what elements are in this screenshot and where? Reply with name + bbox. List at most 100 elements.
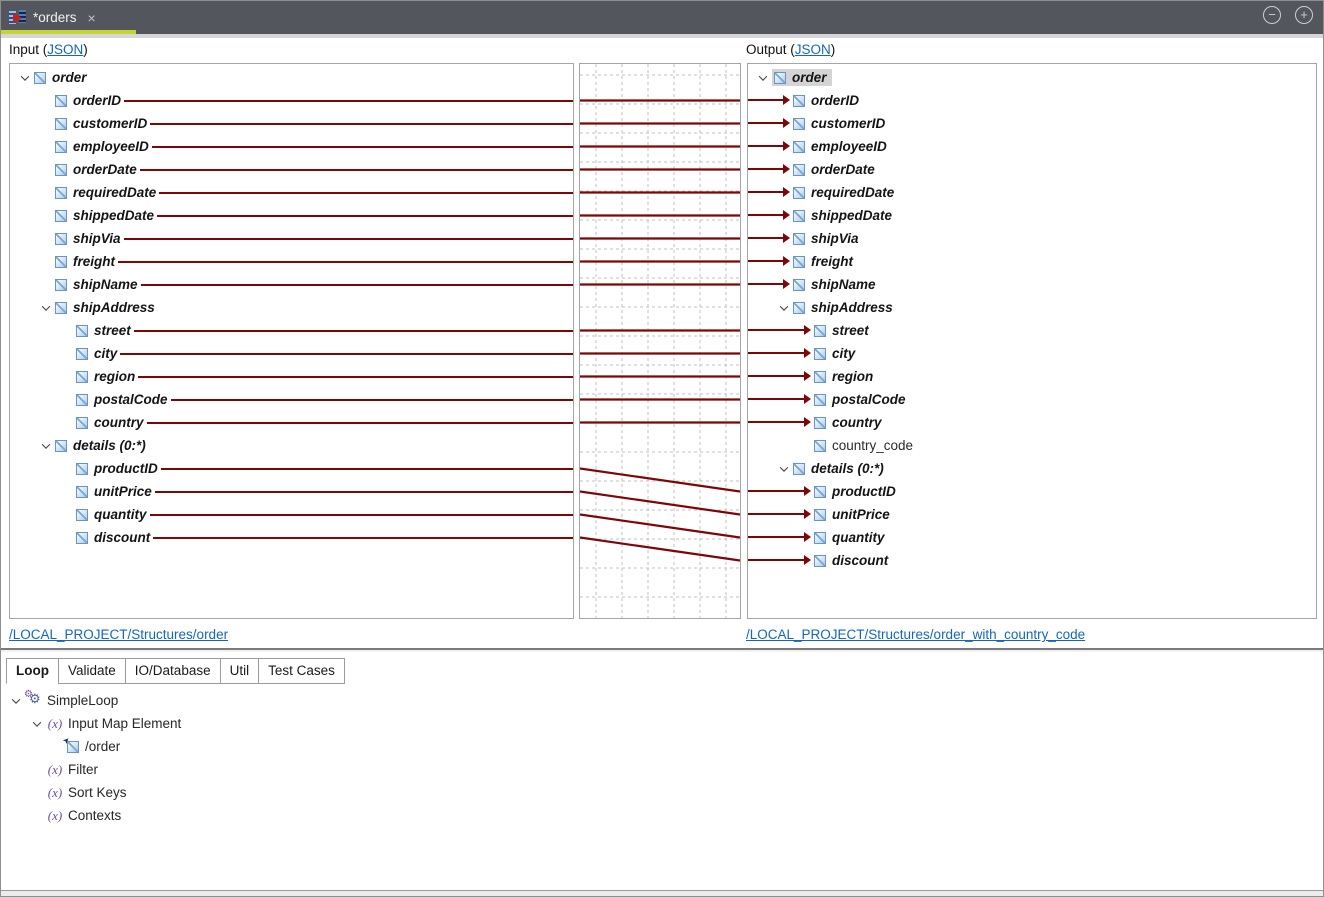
tree-node-orderid[interactable]: orderID <box>748 89 1316 112</box>
chevron-down-icon[interactable] <box>32 717 42 727</box>
mapping-line[interactable] <box>140 284 573 286</box>
tree-node-discount[interactable]: discount <box>748 549 1316 572</box>
chevron-down-icon[interactable] <box>20 71 30 81</box>
tree-node-orderdate[interactable]: orderDate <box>10 158 573 181</box>
mapping-connection[interactable] <box>580 513 740 539</box>
mapping-arrow-line[interactable] <box>748 214 783 216</box>
mapping-arrow-line[interactable] <box>748 375 804 377</box>
mapping-line[interactable] <box>139 169 573 171</box>
tree-node-country-code[interactable]: country_code <box>748 434 1316 457</box>
chevron-down-icon[interactable] <box>779 301 789 311</box>
tree-node-requireddate[interactable]: requiredDate <box>748 181 1316 204</box>
mapping-connection[interactable] <box>580 467 740 493</box>
tree-node-region[interactable]: region <box>748 365 1316 388</box>
tree-node-quantity[interactable]: quantity <box>10 503 573 526</box>
tree-node-productid[interactable]: productID <box>748 480 1316 503</box>
tree-node-shipaddress[interactable]: shipAddress <box>748 296 1316 319</box>
tab-test-cases[interactable]: Test Cases <box>258 658 345 684</box>
tree-node-employeeid[interactable]: employeeID <box>748 135 1316 158</box>
tree-node-postalcode[interactable]: postalCode <box>10 388 573 411</box>
close-icon[interactable]: × <box>87 9 96 26</box>
mapping-arrow-line[interactable] <box>748 490 804 492</box>
mapping-line[interactable] <box>118 261 573 263</box>
tree-node-details-0[interactable]: details (0:*) <box>748 457 1316 480</box>
tree-node-street[interactable]: street <box>10 319 573 342</box>
output-structure-link[interactable]: /LOCAL_PROJECT/Structures/order_with_cou… <box>746 627 1086 642</box>
chevron-down-icon[interactable] <box>779 462 789 472</box>
mapping-arrow-line[interactable] <box>748 237 783 239</box>
mapping-line[interactable] <box>157 215 573 217</box>
tree-node-freight[interactable]: freight <box>748 250 1316 273</box>
mapping-arrow-line[interactable] <box>748 260 783 262</box>
tree-node-details-0[interactable]: details (0:*) <box>10 434 573 457</box>
tree-node-city[interactable]: city <box>748 342 1316 365</box>
loop-node-simpleloop[interactable]: ⚙⚙SimpleLoop <box>1 689 1323 712</box>
tree-node-shipname[interactable]: shipName <box>10 273 573 296</box>
tree-node-customerid[interactable]: customerID <box>748 112 1316 135</box>
loop-node-input-map-element[interactable]: (x)Input Map Element <box>1 712 1323 735</box>
loop-node-filter[interactable]: (x)Filter <box>1 758 1323 781</box>
panel-splitter[interactable] <box>1 648 1323 652</box>
mapping-arrow-line[interactable] <box>748 398 804 400</box>
tree-node-requireddate[interactable]: requiredDate <box>10 181 573 204</box>
tree-node-employeeid[interactable]: employeeID <box>10 135 573 158</box>
mapping-line[interactable] <box>151 146 573 148</box>
tree-node-shipvia[interactable]: shipVia <box>10 227 573 250</box>
mapping-line[interactable] <box>146 422 573 424</box>
loop-node-order[interactable]: /order <box>1 735 1323 758</box>
tree-node-order[interactable]: order <box>10 66 573 89</box>
mapping-arrow-line[interactable] <box>748 352 804 354</box>
tree-node-freight[interactable]: freight <box>10 250 573 273</box>
loop-node-sort-keys[interactable]: (x)Sort Keys <box>1 781 1323 804</box>
mapping-line[interactable] <box>138 376 573 378</box>
mapping-connection[interactable] <box>580 536 740 562</box>
mapping-line[interactable] <box>124 100 573 102</box>
mapping-arrow-line[interactable] <box>748 421 804 423</box>
chevron-down-icon[interactable] <box>11 694 21 704</box>
mapping-arrow-line[interactable] <box>748 559 804 561</box>
tree-node-shipname[interactable]: shipName <box>748 273 1316 296</box>
tab-loop[interactable]: Loop <box>6 658 59 684</box>
tab-validate[interactable]: Validate <box>58 658 126 684</box>
mapping-line[interactable] <box>159 192 573 194</box>
output-json-link[interactable]: JSON <box>794 42 831 57</box>
tree-node-shippeddate[interactable]: shippedDate <box>748 204 1316 227</box>
tree-node-customerid[interactable]: customerID <box>10 112 573 135</box>
mapping-arrow-line[interactable] <box>748 283 783 285</box>
mapping-line[interactable] <box>149 514 573 516</box>
tab-util[interactable]: Util <box>219 658 260 684</box>
tree-node-productid[interactable]: productID <box>10 457 573 480</box>
tree-node-orderid[interactable]: orderID <box>10 89 573 112</box>
tree-node-shipvia[interactable]: shipVia <box>748 227 1316 250</box>
tree-node-country[interactable]: country <box>748 411 1316 434</box>
input-json-link[interactable]: JSON <box>47 42 84 57</box>
mapping-arrow-line[interactable] <box>748 536 804 538</box>
mapping-line[interactable] <box>123 238 573 240</box>
chevron-down-icon[interactable] <box>41 301 51 311</box>
mapping-line[interactable] <box>133 330 573 332</box>
tree-node-postalcode[interactable]: postalCode <box>748 388 1316 411</box>
loop-node-contexts[interactable]: (x)Contexts <box>1 804 1323 827</box>
minimize-icon[interactable]: − <box>1263 6 1281 24</box>
chevron-down-icon[interactable] <box>758 71 768 81</box>
tree-node-unitprice[interactable]: unitPrice <box>10 480 573 503</box>
mapping-arrow-line[interactable] <box>748 191 783 193</box>
input-structure-link[interactable]: /LOCAL_PROJECT/Structures/order <box>9 627 229 642</box>
tree-node-order[interactable]: order <box>748 66 1316 89</box>
mapping-arrow-line[interactable] <box>748 168 783 170</box>
tree-node-shipaddress[interactable]: shipAddress <box>10 296 573 319</box>
tree-node-region[interactable]: region <box>10 365 573 388</box>
mapping-arrow-line[interactable] <box>748 513 804 515</box>
tree-node-orderdate[interactable]: orderDate <box>748 158 1316 181</box>
chevron-down-icon[interactable] <box>41 439 51 449</box>
document-tab-orders[interactable]: *orders × <box>1 1 136 34</box>
mapping-line[interactable] <box>150 123 573 125</box>
maximize-icon[interactable]: + <box>1295 6 1313 24</box>
tree-node-shippeddate[interactable]: shippedDate <box>10 204 573 227</box>
tree-node-country[interactable]: country <box>10 411 573 434</box>
mapping-arrow-line[interactable] <box>748 329 804 331</box>
mapping-connection[interactable] <box>580 490 740 516</box>
mapping-arrow-line[interactable] <box>748 145 783 147</box>
mapping-arrow-line[interactable] <box>748 99 783 101</box>
tree-node-unitprice[interactable]: unitPrice <box>748 503 1316 526</box>
